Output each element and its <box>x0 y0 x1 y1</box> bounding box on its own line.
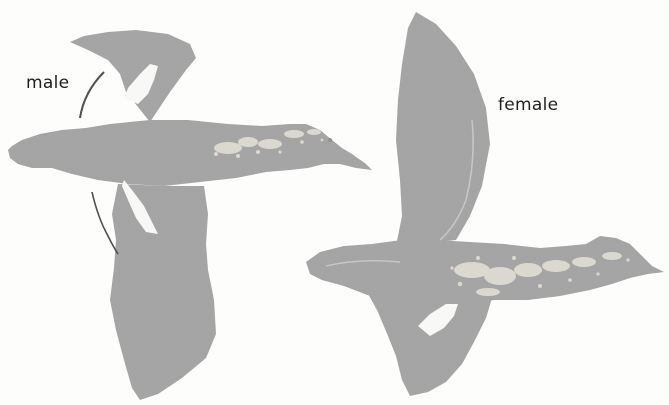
male-lower-wing <box>110 184 216 400</box>
male-label: male <box>26 73 69 93</box>
male-eye-spot <box>328 138 332 142</box>
male-upper-wing <box>70 30 196 122</box>
male-wing-outline <box>80 72 104 118</box>
female-label: female <box>498 95 558 115</box>
female-upper-wing <box>396 12 490 246</box>
female-lower-wing <box>366 290 492 396</box>
female-duck-silhouette <box>306 12 664 396</box>
